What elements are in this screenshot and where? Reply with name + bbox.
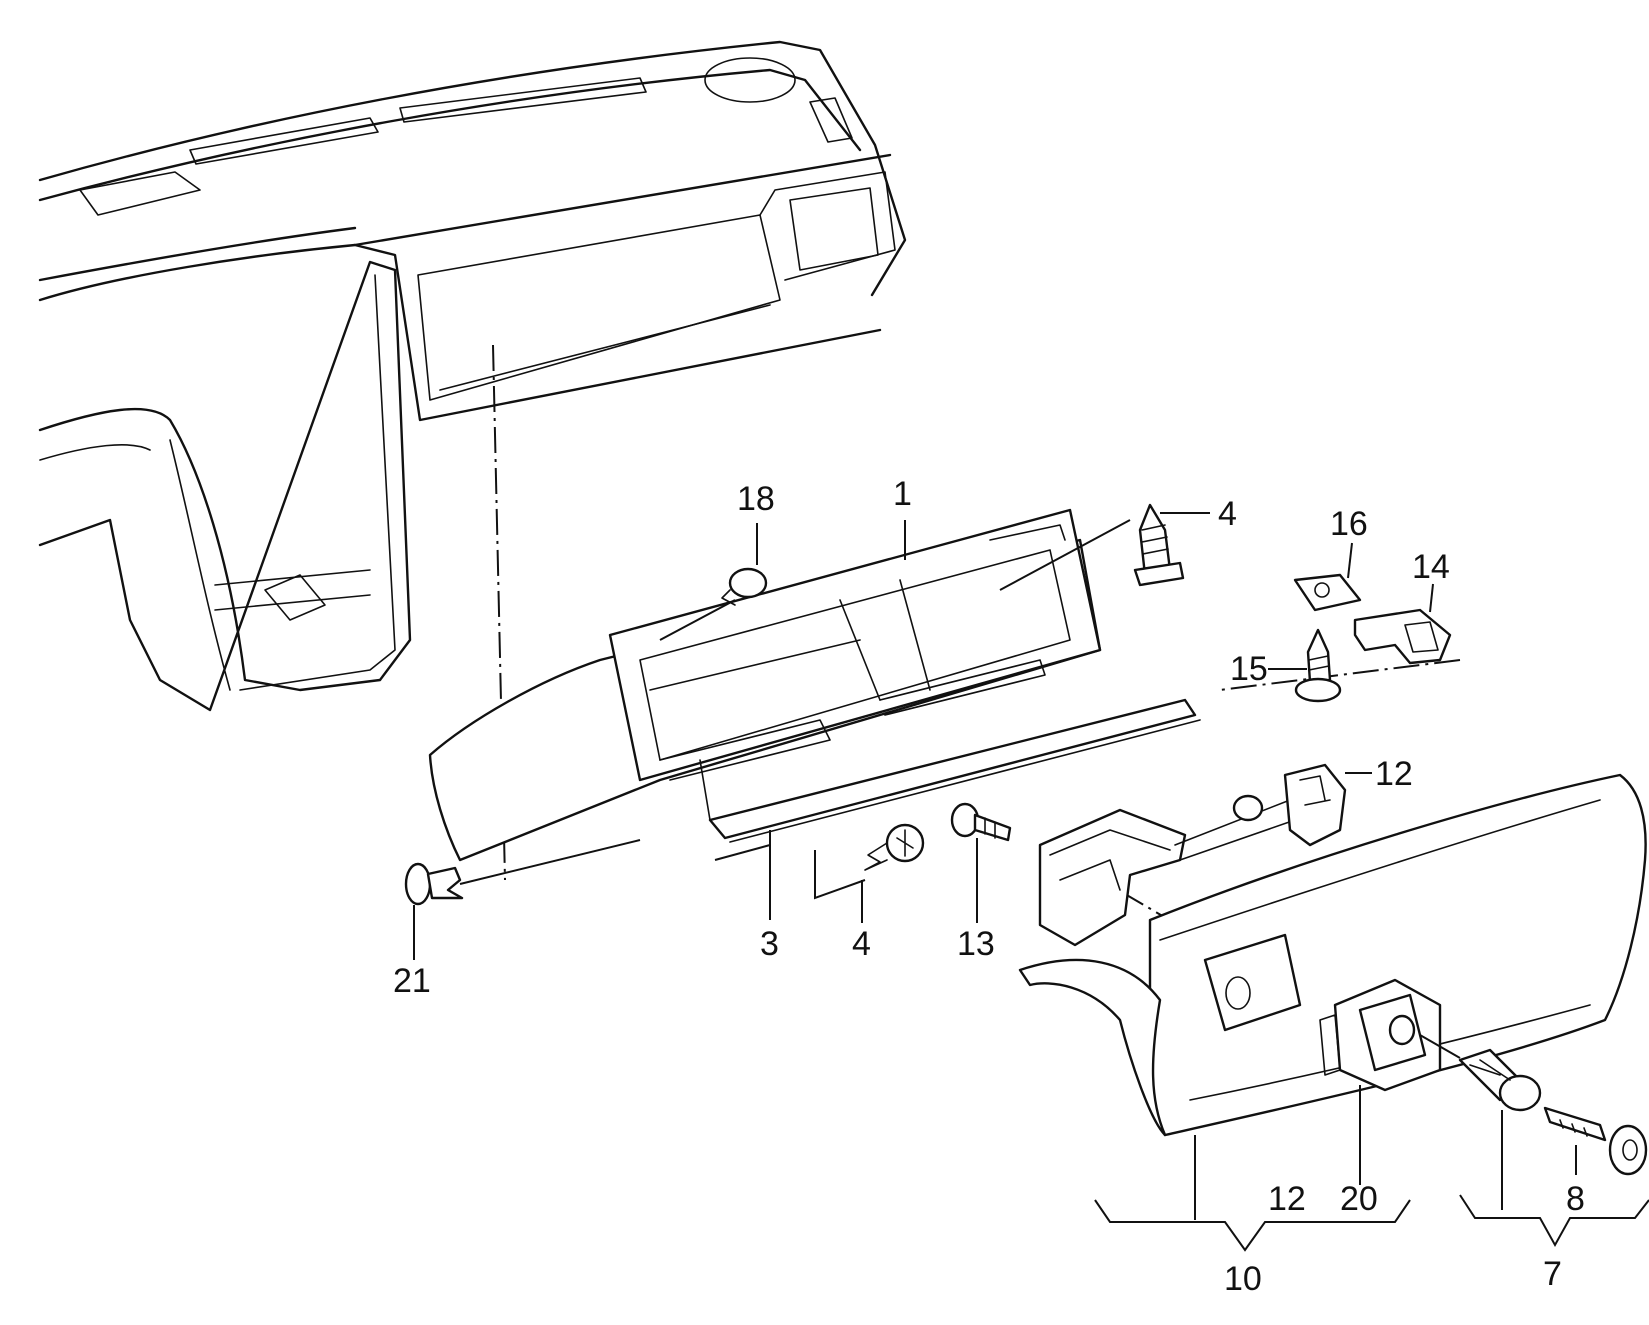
callout-13: 13 <box>957 925 995 963</box>
part-12-latch <box>1038 763 1347 947</box>
dashboard-panel <box>38 40 907 712</box>
part-3-trim-strip <box>699 698 1201 843</box>
callout-12-upper: 12 <box>1375 755 1413 793</box>
part-10-glovebox-lid <box>1018 773 1647 1137</box>
callout-18: 18 <box>737 480 775 518</box>
part-16-nut <box>1293 573 1362 612</box>
part-4-screw-lower <box>864 823 925 871</box>
part-21-clip <box>404 839 641 906</box>
callout-15: 15 <box>1230 650 1268 688</box>
callout-10: 10 <box>1224 1260 1262 1298</box>
part-4-screw-upper <box>999 503 1185 591</box>
callout-7: 7 <box>1543 1255 1562 1293</box>
part-14-bracket <box>1353 608 1452 665</box>
alignment-line-left <box>492 344 506 881</box>
callout-12-lower: 12 <box>1268 1180 1306 1218</box>
part-18-cap <box>659 567 768 641</box>
part-15-screw <box>1294 628 1342 703</box>
callout-20: 20 <box>1340 1180 1378 1218</box>
part-8-key <box>1543 1106 1648 1176</box>
part-20-lock-housing <box>1319 978 1442 1092</box>
callout-4-upper: 4 <box>1218 495 1237 533</box>
callout-8: 8 <box>1566 1180 1585 1218</box>
callout-labels: 1 18 4 16 14 15 12 3 4 13 21 12 20 8 10 … <box>393 475 1585 1298</box>
part-1-glovebox-frame <box>428 508 1102 862</box>
callout-21: 21 <box>393 962 431 1000</box>
callout-16: 16 <box>1330 505 1368 543</box>
part-7-lock-cylinder <box>1419 1034 1542 1112</box>
callout-4-lower: 4 <box>852 925 871 963</box>
callout-3: 3 <box>760 925 779 963</box>
callout-14: 14 <box>1412 548 1450 586</box>
leader-lines <box>413 512 1649 1252</box>
part-13-bolt <box>950 802 1012 842</box>
callout-1: 1 <box>893 475 912 513</box>
